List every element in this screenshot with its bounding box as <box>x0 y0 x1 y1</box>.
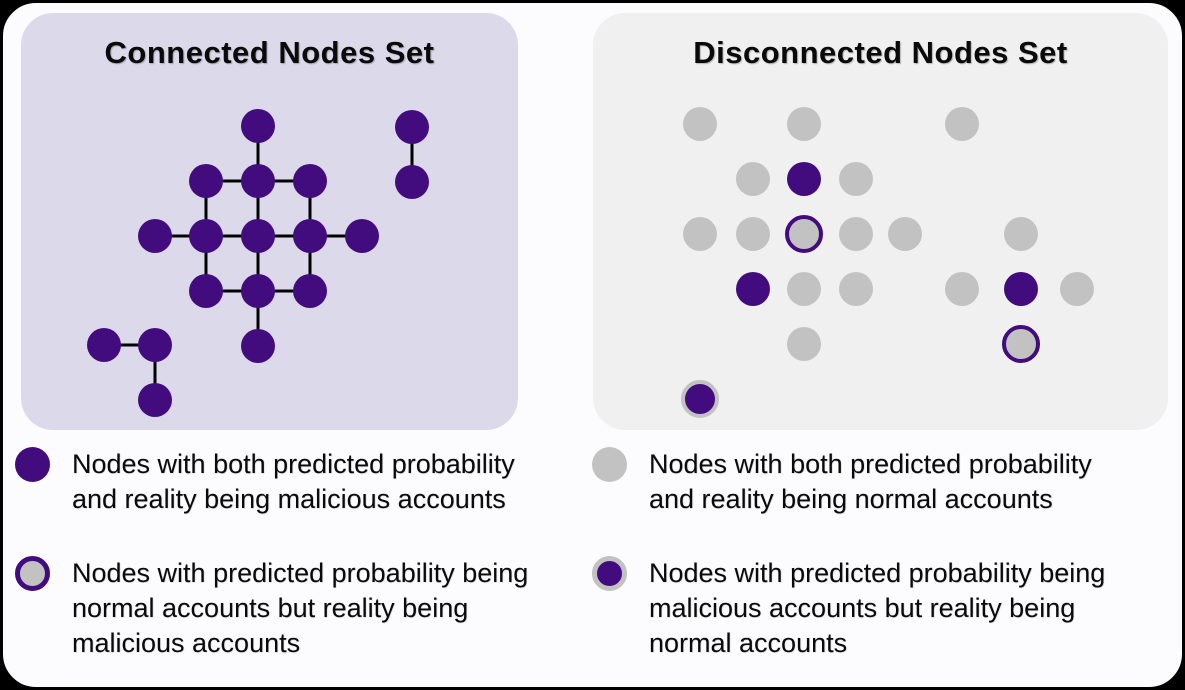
false-malicious-node-icon <box>592 556 627 591</box>
legend-text: Nodes with both predicted probability an… <box>72 449 515 514</box>
legend-text: Nodes with both predicted probability an… <box>649 449 1092 514</box>
disconnected-nodes-panel: Disconnected Nodes Set <box>593 13 1168 430</box>
legend-item-true-normal: Nodes with both predicted probability an… <box>592 447 1119 517</box>
legend-text: Nodes with predicted probability being m… <box>649 558 1106 658</box>
legend-item-missed-malicious: Nodes with predicted probability being n… <box>15 556 542 661</box>
missed-malicious-node-icon <box>15 556 50 591</box>
legend-item-false-malicious: Nodes with predicted probability being m… <box>592 556 1119 661</box>
legend-item-true-malicious: Nodes with both predicted probability an… <box>15 447 542 517</box>
disconnected-panel-title: Disconnected Nodes Set <box>693 35 1068 70</box>
legend-text: Nodes with predicted probability being n… <box>72 558 529 658</box>
malicious-node-icon <box>15 447 50 482</box>
connected-panel-title: Connected Nodes Set <box>104 35 435 70</box>
connected-nodes-panel: Connected Nodes Set <box>21 13 518 430</box>
normal-node-icon <box>592 447 627 482</box>
